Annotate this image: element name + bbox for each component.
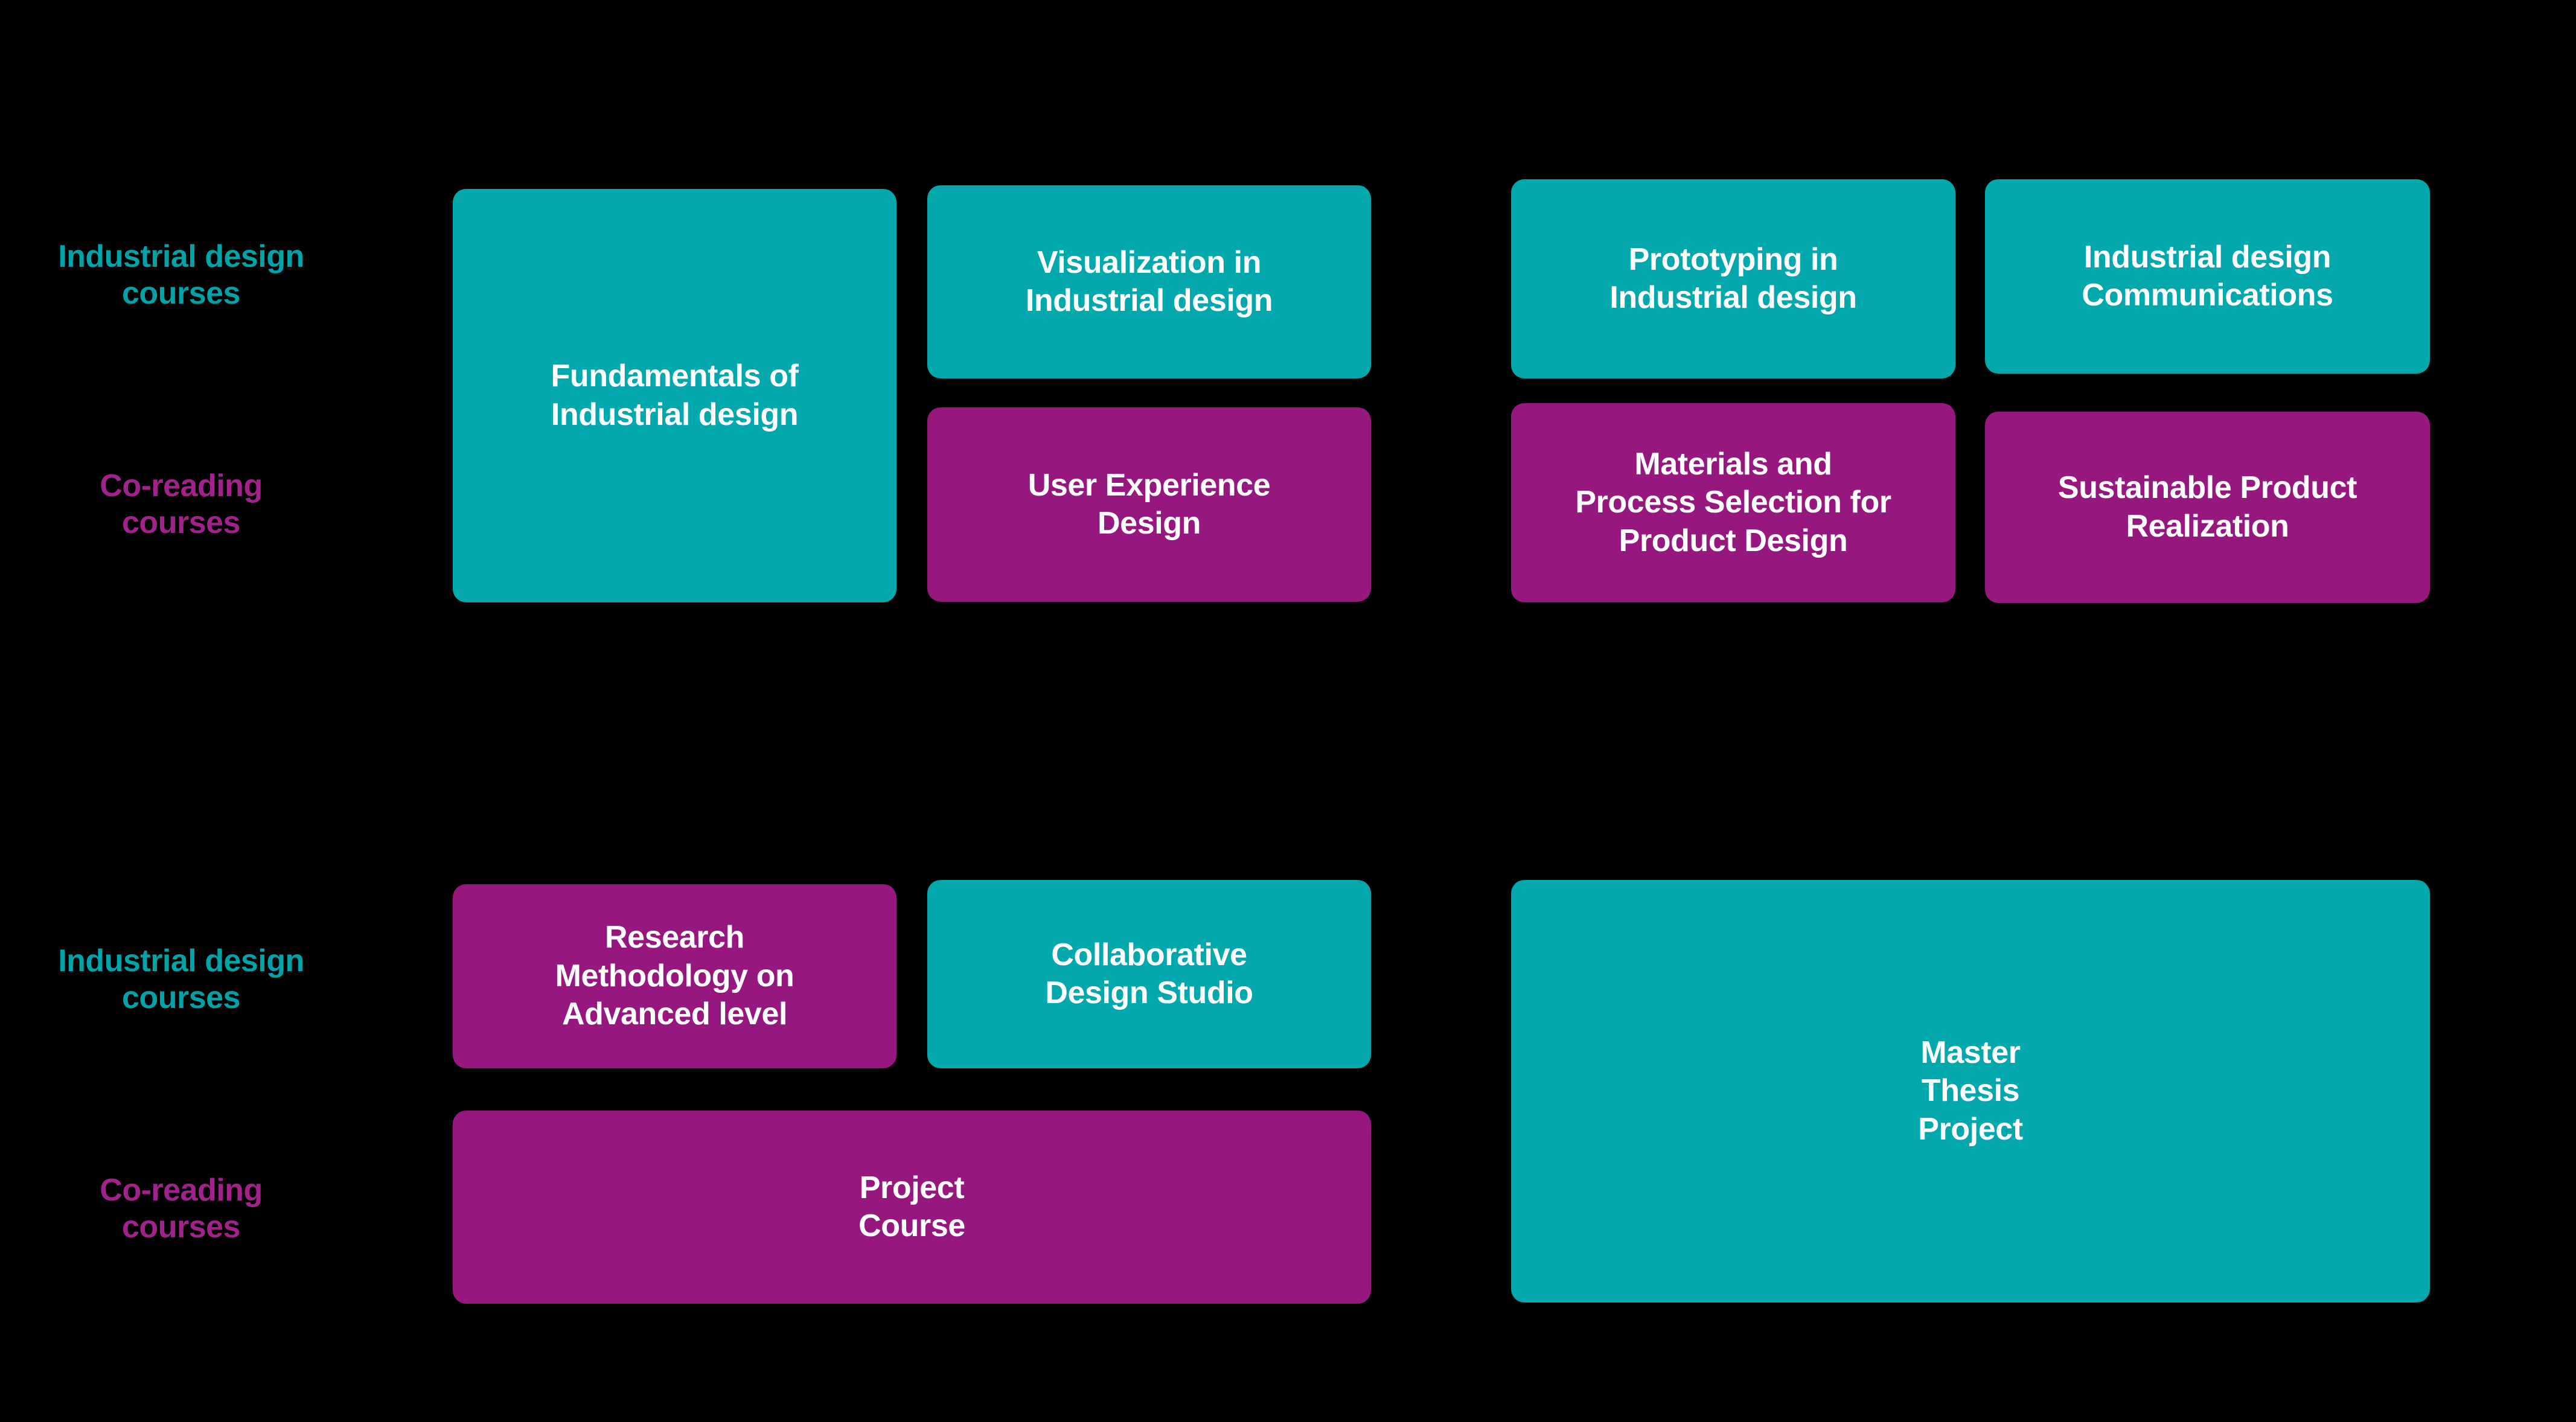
course-title: Collaborative Design Studio xyxy=(1045,937,1253,1010)
row-label-co-reading-courses-year-one: Co-reading courses xyxy=(100,468,263,541)
course-title: Research Methodology on Advanced level xyxy=(555,920,794,1032)
course-box-materials-and-process-selection-for-product-design[interactable]: Materials and Process Selection for Prod… xyxy=(1511,403,1955,602)
course-box-collaborative-design-studio[interactable]: Collaborative Design Studio xyxy=(927,880,1371,1068)
course-box-industrial-design-communications[interactable]: Industrial design Communications xyxy=(1985,179,2430,374)
course-box-sustainable-product-realization[interactable]: Sustainable Product Realization xyxy=(1985,412,2430,603)
course-box-master-thesis-project[interactable]: Master Thesis Project xyxy=(1511,880,2430,1302)
row-label-co-reading-courses-year-two: Co-reading courses xyxy=(100,1173,263,1245)
course-title: Prototyping in Industrial design xyxy=(1609,241,1857,315)
row-label-industrial-design-courses-year-two: Industrial design courses xyxy=(58,943,304,1016)
course-box-fundamentals-of-industrial-design[interactable]: Fundamentals of Industrial design xyxy=(453,189,896,602)
course-box-prototyping-in-industrial-design[interactable]: Prototyping in Industrial design xyxy=(1511,179,1955,378)
course-title: Fundamentals of Industrial design xyxy=(551,359,799,432)
course-box-user-experience-design[interactable]: User Experience Design xyxy=(927,407,1371,602)
course-title: Sustainable Product Realization xyxy=(2057,470,2357,544)
course-title: Visualization in Industrial design xyxy=(1025,244,1273,318)
row-label-industrial-design-courses-year-one: Industrial design courses xyxy=(58,239,304,311)
course-box-research-methodology-on-advanced-level[interactable]: Research Methodology on Advanced level xyxy=(453,884,896,1068)
course-title: Materials and Process Selection for Prod… xyxy=(1575,446,1891,558)
course-box-project-course[interactable]: Project Course xyxy=(453,1111,1371,1304)
course-title: Master Thesis Project xyxy=(1918,1035,2023,1147)
course-title: Industrial design Communications xyxy=(2082,239,2333,313)
course-box-visualization-in-industrial-design[interactable]: Visualization in Industrial design xyxy=(927,185,1371,378)
course-title: User Experience Design xyxy=(1028,467,1271,541)
course-title: Project Course xyxy=(858,1170,965,1243)
